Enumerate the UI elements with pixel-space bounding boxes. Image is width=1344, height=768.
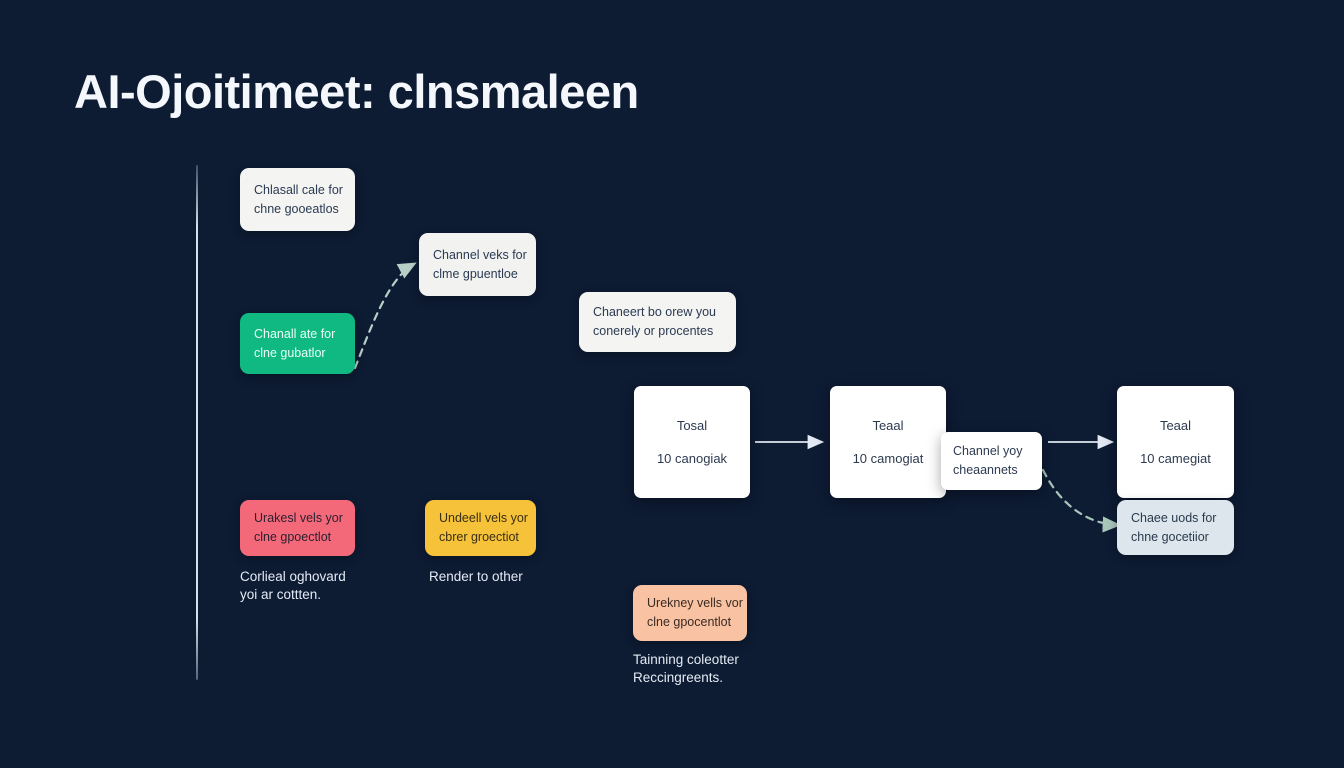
stage-value: 10 camogiat — [852, 451, 924, 466]
node-stage-two[interactable]: Teaal 10 camogiat — [830, 386, 946, 498]
node-line-2: clne gpocentlot — [647, 615, 732, 629]
caption-yellow: Render to other — [429, 569, 523, 584]
node-line-1: Chanall ate for — [254, 326, 336, 341]
node-line-2: chne gocetiior — [1131, 529, 1209, 544]
node-line-2: clme gpuentloe — [433, 266, 518, 281]
node-top-left-card[interactable]: Chlasall cale for chne gooeatlos — [240, 168, 355, 231]
node-peach-card[interactable]: Urekney vells vor clne gpocentlot — [633, 585, 747, 641]
node-green-card[interactable]: Chanall ate for clne gubatlor — [240, 313, 355, 374]
node-line-2: clne gubatlor — [254, 345, 326, 360]
connector-green-to-second-card — [353, 262, 417, 370]
node-overlay-card[interactable]: Channel yoy cheaannets — [941, 432, 1042, 490]
node-line-2: chne gooeatlos — [254, 201, 339, 216]
stage-label: Teaal — [1159, 417, 1192, 433]
node-line-1: Undeell vels yor — [439, 511, 528, 526]
node-line-1: Chaneert bo orew you — [593, 305, 716, 320]
node-stage-three[interactable]: Teaal 10 camegiat — [1117, 386, 1234, 498]
node-pink-card[interactable]: Urakesl vels yor clne gpoectlot — [240, 500, 355, 556]
node-blue-card[interactable]: Chaee uods for chne gocetiior — [1117, 500, 1234, 555]
page-title: AI-Ojoitimeet: clnsmaleen — [74, 65, 639, 118]
stage-label: Tosal — [676, 417, 708, 433]
stage-value: 10 canogiak — [656, 451, 728, 466]
node-line-1: Urakesl vels yor — [254, 511, 343, 526]
stage-value: 10 camegiat — [1140, 451, 1211, 466]
node-line-2: cheaannets — [953, 463, 1018, 477]
node-line-1: Channel yoy — [953, 444, 1023, 459]
node-line-2: conerely or procentes — [593, 324, 714, 338]
node-line-2: clne gpoectlot — [254, 530, 332, 544]
node-line-1: Urekney vells vor — [647, 596, 743, 611]
timeline-rail — [196, 165, 198, 680]
node-line-1: Channel veks for — [433, 247, 527, 262]
node-second-card[interactable]: Channel veks for clme gpuentloe — [419, 233, 536, 296]
node-mid-note-card[interactable]: Chaneert bo orew you conerely or procent… — [579, 292, 736, 352]
connector-overlay-to-blue-card — [1041, 468, 1122, 533]
stage-label: Teaal — [872, 417, 904, 433]
node-line-1: Chlasall cale for — [254, 182, 343, 197]
node-stage-one[interactable]: Tosal 10 canogiak — [634, 386, 750, 498]
node-line-2: cbrer groectiot — [439, 530, 519, 544]
caption-peach: Tainning coleotter Reccingreents. — [633, 652, 739, 686]
node-line-1: Chaee uods for — [1131, 510, 1217, 525]
node-yellow-card[interactable]: Undeell vels yor cbrer groectiot — [425, 500, 536, 556]
caption-pink: Corlieal oghovard yoi ar cottten. — [240, 569, 346, 603]
